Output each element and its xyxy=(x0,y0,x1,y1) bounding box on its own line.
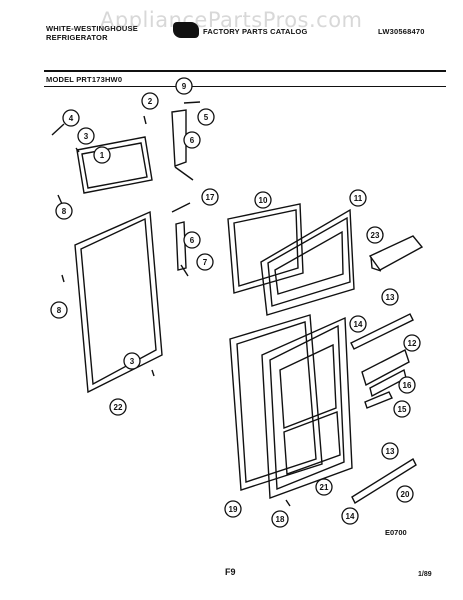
callout-6b: 6 xyxy=(190,236,195,245)
handle-cap xyxy=(180,264,189,277)
cam-assembly xyxy=(183,101,201,104)
hinge-bushing xyxy=(75,147,80,153)
callout-13b: 13 xyxy=(386,447,395,456)
brand-line-1: WHITE-WESTINGHOUSE xyxy=(46,24,138,33)
callout-14b: 14 xyxy=(346,512,355,521)
callout-5: 5 xyxy=(204,113,209,122)
callout-6: 6 xyxy=(190,136,195,145)
callout-18: 18 xyxy=(276,515,285,524)
door-shelf-bar-upper xyxy=(350,313,414,350)
handle-trim-top xyxy=(174,166,194,181)
model-label: MODEL PRT173HW0 xyxy=(46,75,123,84)
freezer-door-seal xyxy=(227,203,304,294)
ice-bucket xyxy=(368,235,424,271)
catalog-date: 1/89 xyxy=(418,571,432,578)
callout-16: 16 xyxy=(403,381,412,390)
catalog-title: FACTORY PARTS CATALOG xyxy=(203,27,308,36)
callout-21: 21 xyxy=(320,483,329,492)
callout-3: 3 xyxy=(84,132,89,141)
callout-22: 22 xyxy=(114,403,123,412)
freezer-door-gasket xyxy=(76,136,153,194)
callout-12: 12 xyxy=(408,339,417,348)
door-shelf-bar-lower xyxy=(351,457,417,505)
callout-2: 2 xyxy=(148,97,153,106)
callout-17: 17 xyxy=(206,193,215,202)
callout-8: 8 xyxy=(62,207,67,216)
callout-3b: 3 xyxy=(130,357,135,366)
callout-11: 11 xyxy=(354,194,363,203)
freezer-door-liner xyxy=(260,208,355,316)
page-number: F9 xyxy=(225,567,236,577)
callout-circles xyxy=(50,77,421,528)
catalog-number: LW30568470 xyxy=(378,27,425,36)
callout-labels: 1 2 3 4 5 6 7 8 9 10 11 12 13 14 15 16 1… xyxy=(57,82,417,524)
callout-20: 20 xyxy=(401,490,410,499)
fresh-food-door-gasket xyxy=(74,210,163,394)
fresh-food-door-liner xyxy=(261,316,353,499)
manufacturer-logo xyxy=(173,22,199,38)
freezer-door-hinge-screw xyxy=(143,115,147,125)
header-rule xyxy=(44,70,446,72)
fresh-food-door-seal xyxy=(229,314,323,491)
brand-line-2: REFRIGERATOR xyxy=(46,33,108,42)
screw-lower xyxy=(61,274,65,283)
freezer-handle xyxy=(171,109,187,167)
callout-8b: 8 xyxy=(57,306,62,315)
drawing-code: E0700 xyxy=(385,528,407,537)
butter-cover xyxy=(364,391,393,409)
handle-trim-bottom xyxy=(171,202,191,213)
dairy-door xyxy=(361,349,410,387)
callout-23: 23 xyxy=(371,231,380,240)
hinge-pin xyxy=(51,123,65,136)
model-rule xyxy=(44,86,446,87)
door-stop xyxy=(285,499,291,507)
callout-7: 7 xyxy=(203,258,208,267)
watermark-text: AppliancePartsPros.com xyxy=(100,8,363,32)
callout-14: 14 xyxy=(354,320,363,329)
fresh-food-handle xyxy=(175,221,187,271)
callout-4: 4 xyxy=(69,114,74,123)
screw-right xyxy=(151,369,155,377)
callout-9: 9 xyxy=(182,82,187,91)
callout-15: 15 xyxy=(398,405,407,414)
callout-13: 13 xyxy=(386,293,395,302)
callout-19: 19 xyxy=(229,505,238,514)
callout-10: 10 xyxy=(259,196,268,205)
screw-left xyxy=(57,194,63,205)
callout-1: 1 xyxy=(100,151,105,160)
